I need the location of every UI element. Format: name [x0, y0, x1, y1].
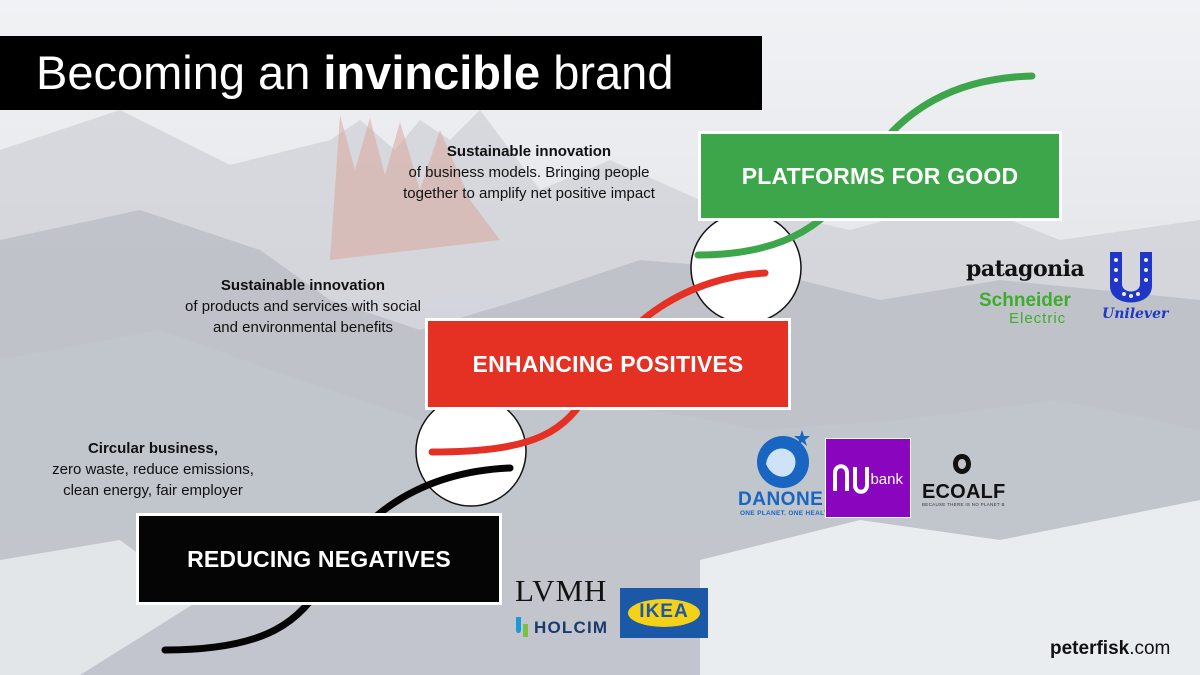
danone-wordmark: DANONE — [738, 489, 824, 510]
slide-title: Becoming an invincible brand — [36, 46, 673, 100]
enhancing-desc-line-2: and environmental benefits — [212, 319, 394, 336]
holcim-wordmark: HOLCIM — [534, 618, 609, 637]
ecoalf-icon — [953, 454, 971, 474]
lvmh-logo: LVMH — [515, 573, 608, 608]
title-prefix: Becoming an — [36, 46, 324, 99]
site-url: peterfisk.com — [1050, 638, 1170, 660]
schneider-electric-logo: Schneider Electric — [979, 290, 1071, 328]
nubank-bank-text: bank — [870, 471, 903, 488]
enhancing-desc-heading: Sustainable innovation — [220, 277, 386, 294]
ikea-oval — [628, 599, 700, 627]
schneider-name: Schneider — [979, 290, 1071, 311]
enhancing-desc-line-1: of products and services with social — [185, 298, 421, 315]
stage-reducing-negatives: REDUCING NEGATIVES — [136, 513, 502, 605]
nubank-nu-mark: nu — [833, 464, 869, 494]
platforms-description: Sustainable innovation of business model… — [370, 141, 688, 204]
holcim-icon — [516, 617, 528, 637]
reducing-description: Circular business, zero waste, reduce em… — [20, 438, 286, 501]
danone-icon — [757, 430, 810, 488]
ikea-logo: IKEA — [620, 588, 708, 638]
stage-platforms-for-good: PLATFORMS FOR GOOD — [698, 131, 1062, 221]
ecoalf-tagline: BECAUSE THERE IS NO PLANET B — [922, 502, 1005, 507]
patagonia-logo: patagonia — [966, 256, 1085, 282]
site-url-suffix: .com — [1129, 638, 1171, 659]
nubank-logo: nu bank — [825, 438, 911, 518]
title-bar: Becoming an invincible brand — [0, 36, 762, 110]
stage-enhancing-positives: ENHANCING POSITIVES — [425, 318, 791, 410]
ecoalf-wordmark: ECOALF — [922, 481, 1006, 503]
title-emphasis: invincible — [323, 46, 541, 99]
enhancing-description: Sustainable innovation of products and s… — [150, 275, 456, 338]
ikea-wordmark: IKEA — [639, 601, 689, 622]
title-suffix: brand — [540, 46, 674, 99]
platforms-desc-heading: Sustainable innovation — [446, 143, 612, 160]
danone-tagline: ONE PLANET. ONE HEALTH — [740, 510, 834, 517]
unilever-wordmark: Unilever — [1102, 306, 1169, 322]
reducing-desc-line-2: clean energy, fair employer — [63, 482, 243, 499]
reducing-desc-heading: Circular business, — [87, 440, 219, 457]
platforms-desc-line-2: together to amplify net positive impact — [403, 185, 655, 202]
reducing-desc-line-1: zero waste, reduce emissions, — [52, 461, 254, 478]
platforms-desc-line-1: of business models. Bringing people — [408, 164, 650, 181]
site-url-bold: peterfisk — [1050, 638, 1130, 659]
curve-joint-circle-upper — [690, 212, 802, 324]
unilever-icon — [1110, 252, 1152, 303]
schneider-sub: Electric — [1009, 310, 1067, 327]
